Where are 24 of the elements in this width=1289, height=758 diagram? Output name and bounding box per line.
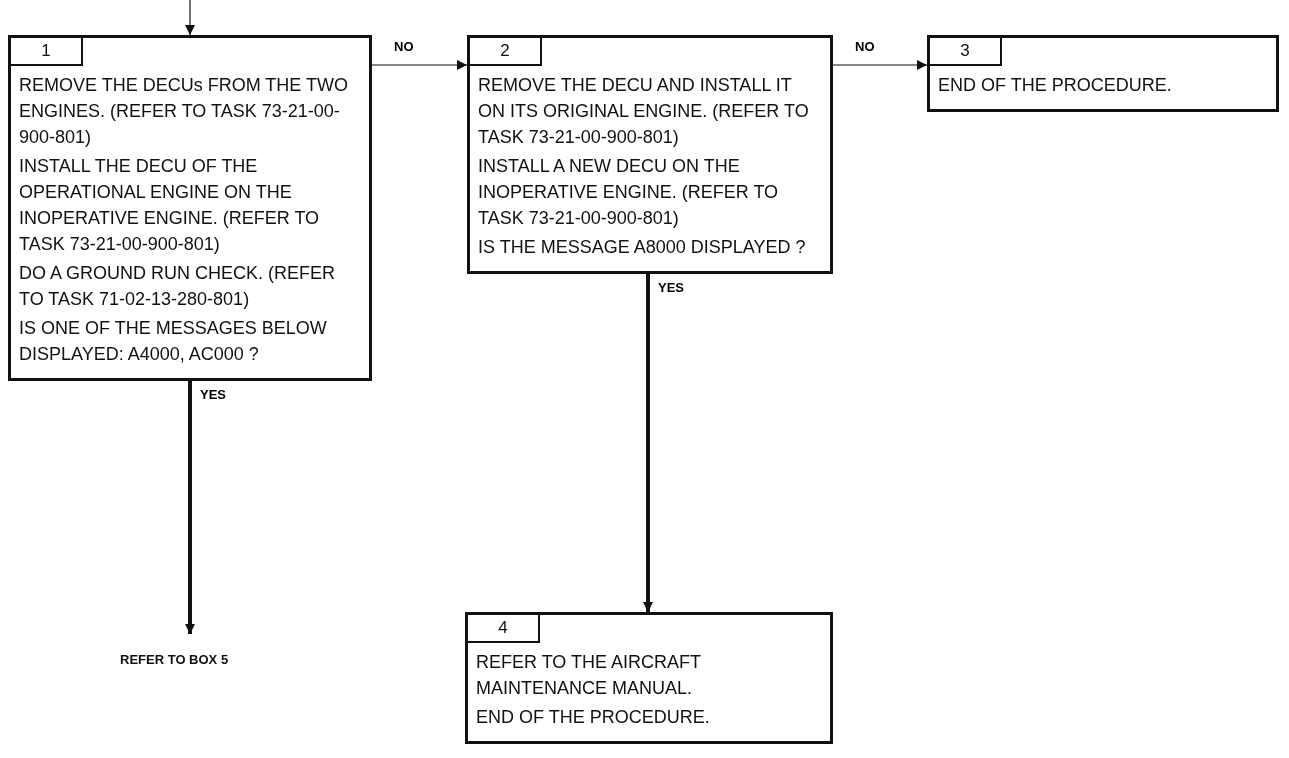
box-reference-text: REFER TO BOX 5 xyxy=(120,652,229,667)
step-text: END OF THE PROCEDURE. xyxy=(476,706,711,729)
arrow xyxy=(832,60,928,70)
step-text: DO A GROUND RUN CHECK. (REFER TO TASK 71-02-13-280-801) xyxy=(19,262,337,311)
step-text: IS THE MESSAGE A8000 DISPLAYED ? xyxy=(478,236,807,259)
step-text: REMOVE THE DECU AND INSTALL IT ON ITS ORIGINAL ENGINE. (REFER TO TASK 73-21-00-900-801) xyxy=(478,74,810,149)
step-number: 1 xyxy=(11,38,83,66)
step-text: REMOVE THE DECUs FROM THE TWO ENGINES. (REFER TO TASK 73-21-00-900-801) xyxy=(19,74,350,149)
step-text: REFER TO THE AIRCRAFT MAINTENANCE MANUAL. xyxy=(476,651,702,700)
step-box xyxy=(467,35,833,274)
step-text: INSTALL A NEW DECU ON THE INOPERATIVE ENGINE. (REFER TO TASK 73-21-00-900-801) xyxy=(478,155,780,230)
step-number: 4 xyxy=(468,615,540,643)
step-text: IS ONE OF THE MESSAGES BELOW DISPLAYED: A4000, AC000 ? xyxy=(19,317,328,366)
step-box xyxy=(8,35,372,381)
arrow xyxy=(643,274,653,612)
arrow xyxy=(371,60,468,70)
arrow xyxy=(185,381,195,634)
step-box xyxy=(927,35,1279,112)
step-text: END OF THE PROCEDURE. xyxy=(938,74,1173,97)
step-text: INSTALL THE DECU OF THE OPERATIONAL ENGINE ON THE INOPERATIVE ENGINE. (REFER TO TASK 73-21-00-900-801) xyxy=(19,155,321,256)
arrow xyxy=(185,0,195,36)
step-number: 3 xyxy=(930,38,1002,66)
step-box xyxy=(465,612,833,744)
step-number: 2 xyxy=(470,38,542,66)
